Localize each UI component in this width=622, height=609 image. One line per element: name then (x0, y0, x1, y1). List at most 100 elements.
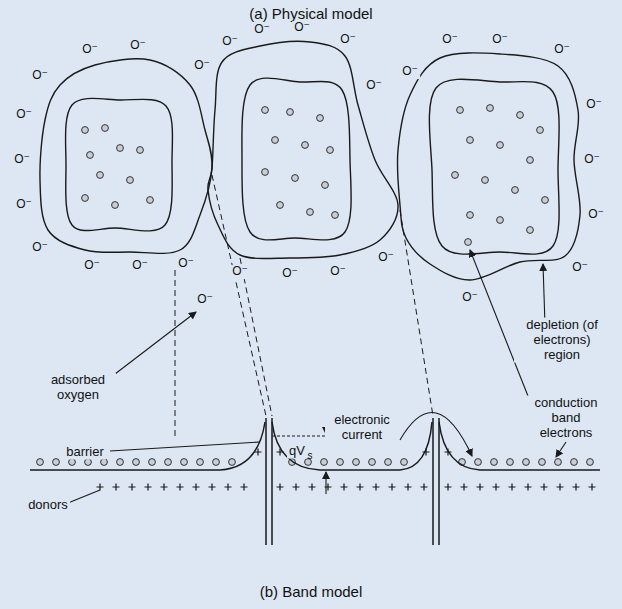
electron (517, 112, 524, 119)
ion-label: O⁻ (195, 293, 215, 307)
electron (542, 197, 549, 204)
electron (507, 459, 514, 466)
electron (117, 459, 124, 466)
electron (213, 459, 220, 466)
ion-label: O⁻ (30, 69, 50, 83)
electron (229, 459, 236, 466)
electron (332, 212, 339, 219)
electron (337, 459, 344, 466)
electron (117, 145, 124, 152)
electron (467, 137, 474, 144)
grain-outline (429, 79, 559, 254)
electron (587, 459, 594, 466)
electron (149, 459, 156, 466)
electron (482, 177, 489, 184)
electron (197, 459, 204, 466)
barrier-height (272, 414, 332, 494)
electron (512, 187, 519, 194)
electron (571, 459, 578, 466)
callout-label: barrier (64, 445, 106, 460)
electron (322, 182, 329, 189)
electron (465, 239, 472, 246)
ion-label: O⁻ (328, 265, 348, 279)
electron (262, 169, 269, 176)
callout-label: donors (26, 498, 70, 513)
grain-outline (66, 98, 173, 231)
electron (102, 125, 109, 132)
callout-label: qV (287, 444, 307, 459)
electron (272, 137, 279, 144)
electron (85, 459, 92, 466)
electron (287, 109, 294, 116)
electron (527, 157, 534, 164)
electron (327, 147, 334, 154)
ion-label: O⁻ (12, 153, 32, 167)
grain-outline (40, 59, 212, 254)
electron (112, 202, 119, 209)
grain-outline (208, 41, 398, 258)
grain-outline (242, 78, 351, 240)
electron (307, 209, 314, 216)
electron (165, 459, 172, 466)
ion-label: O⁻ (584, 98, 604, 112)
grain-outline (397, 53, 580, 280)
electron (497, 142, 504, 149)
electron (181, 459, 188, 466)
ion-label: O⁻ (130, 259, 150, 273)
electrons (37, 105, 594, 466)
electron (537, 127, 544, 134)
ion-label: O⁻ (220, 35, 240, 49)
electron (87, 152, 94, 159)
projection-lines (175, 175, 433, 440)
leader-arrows (68, 250, 566, 503)
electron (523, 459, 530, 466)
electron (385, 459, 392, 466)
electron (97, 172, 104, 179)
callout-label: electronic current (325, 413, 399, 443)
ion-label: O⁻ (292, 21, 312, 35)
electron (539, 459, 546, 466)
callout-label: depletion (of electrons) region (514, 318, 610, 363)
callout-label: conduction band electrons (526, 396, 606, 441)
electron (137, 147, 144, 154)
electron (147, 197, 154, 204)
ion-label: O⁻ (192, 59, 212, 73)
ion-label: O⁻ (280, 267, 300, 281)
electron (527, 227, 534, 234)
electron (262, 107, 269, 114)
ion-label: O⁻ (176, 257, 196, 271)
electron (101, 459, 108, 466)
ion-label: O⁻ (490, 33, 510, 47)
ion-label: O⁻ (252, 23, 272, 37)
electron (302, 142, 309, 149)
ion-label: O⁻ (14, 198, 34, 212)
callout-label: s (306, 450, 315, 462)
electron (321, 459, 328, 466)
electron (475, 459, 482, 466)
electron (53, 459, 60, 466)
electron (69, 459, 76, 466)
electron (82, 195, 89, 202)
electron (127, 177, 134, 184)
ion-label: O⁻ (338, 33, 358, 47)
panel-heading: (b) Band model (258, 583, 365, 600)
electron (452, 172, 459, 179)
ion-label: O⁻ (582, 153, 602, 167)
ion-label: O⁻ (552, 43, 572, 57)
electron (555, 459, 562, 466)
electron (369, 459, 376, 466)
electron (467, 212, 474, 219)
ion-label: O⁻ (440, 33, 460, 47)
electron (353, 459, 360, 466)
electron (457, 107, 464, 114)
ion-label: O⁻ (376, 251, 396, 265)
ion-label: O⁻ (570, 261, 590, 275)
electron (317, 115, 324, 122)
ion-label: O⁻ (230, 265, 250, 279)
electron (292, 175, 299, 182)
electron (497, 217, 504, 224)
ion-label: O⁻ (80, 43, 100, 57)
ion-label: O⁻ (30, 241, 50, 255)
ion-label: O⁻ (82, 259, 102, 273)
